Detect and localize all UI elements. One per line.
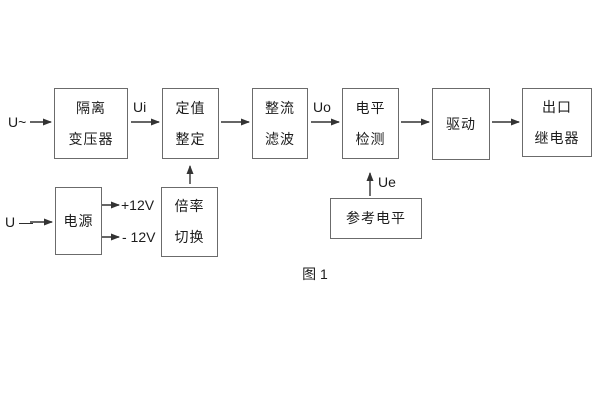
block-setting-adjust: 定值 整定 xyxy=(162,88,219,159)
block-label: 变压器 xyxy=(68,130,114,147)
block-driver: 驱动 xyxy=(432,88,490,160)
block-reference-level: 参考电平 xyxy=(330,198,422,239)
block-label: 滤波 xyxy=(265,130,295,147)
block-label: 电源 xyxy=(63,212,94,229)
block-label: 参考电平 xyxy=(346,210,406,226)
block-power-supply: 电源 xyxy=(55,187,102,255)
block-rectifier-filter: 整流 滤波 xyxy=(252,88,308,159)
figure-caption: 图 1 xyxy=(302,266,328,282)
block-label: 出口 xyxy=(542,98,572,115)
block-level-detect: 电平 检测 xyxy=(342,88,399,159)
block-label: 继电器 xyxy=(534,129,580,146)
block-label: 检测 xyxy=(355,130,386,147)
signal-ui-label: Ui xyxy=(133,99,147,115)
block-label: 电平 xyxy=(355,99,386,116)
block-ratio-switch: 倍率 切换 xyxy=(161,187,218,257)
block-label: 定值 xyxy=(175,99,206,116)
ac-input-label: U~ xyxy=(8,114,27,130)
block-label: 倍率 xyxy=(174,198,205,214)
dc-input-label: U — xyxy=(5,214,33,230)
block-label: 隔离 xyxy=(76,99,106,116)
block-label: 整定 xyxy=(175,130,206,147)
signal-ue-label: Ue xyxy=(378,174,396,190)
block-label: 驱动 xyxy=(446,115,476,132)
minus12v-label: - 12V xyxy=(122,229,156,245)
block-label: 切换 xyxy=(174,229,205,245)
block-isolation-transformer: 隔离 变压器 xyxy=(54,88,128,159)
block-output-relay: 出口 继电器 xyxy=(522,88,592,157)
plus12v-label: +12V xyxy=(121,197,155,213)
signal-uo-label: Uo xyxy=(313,99,331,115)
block-label: 整流 xyxy=(265,99,295,116)
